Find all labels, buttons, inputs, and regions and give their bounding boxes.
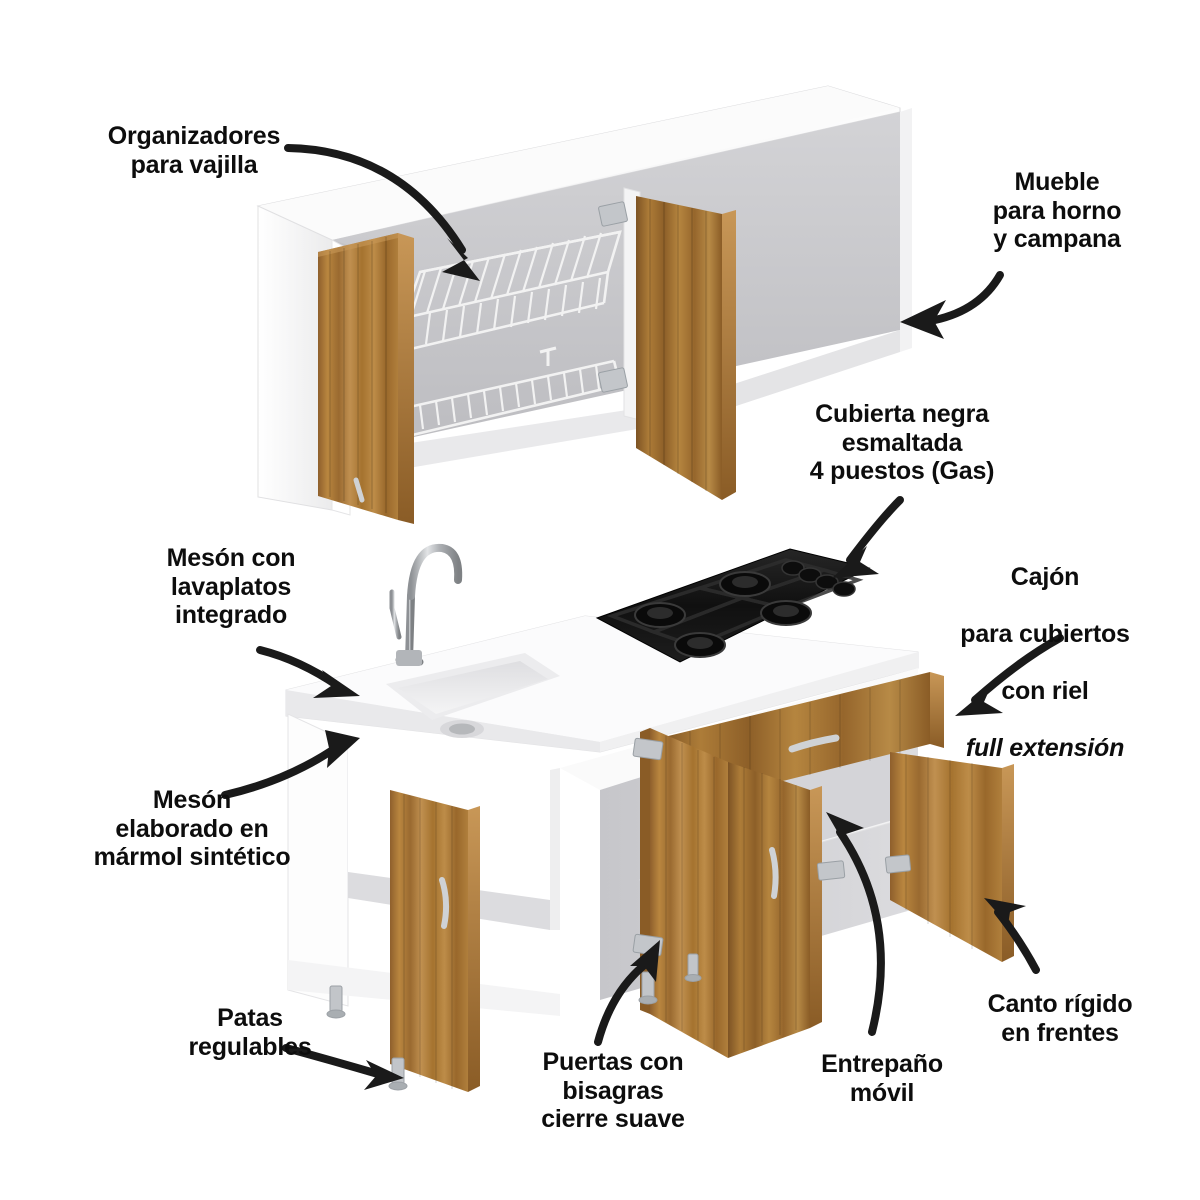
callout-meson-elaborado-en-marmol-sintetico: Mesón elaborado en mármol sintético [93, 786, 291, 871]
callout-meson-con-lavaplatos-integrado: Mesón con lavaplatos integrado [166, 544, 296, 629]
burners [634, 571, 812, 658]
lower-middle-door [728, 762, 822, 1058]
callout-arrows [221, 144, 1064, 1090]
lower-cabinet [285, 543, 1014, 1092]
cooktop [595, 548, 871, 663]
cajon-line-2: para cubiertos [960, 619, 1130, 648]
lower-left-door [390, 790, 480, 1092]
cajon-line-italic: full extensión [965, 733, 1125, 762]
callout-cubierta-negra-esmaltada: Cubierta negra esmaltada 4 puestos (Gas) [809, 400, 995, 485]
callout-cajon-para-cubiertos: Cajón para cubiertos con riel full exten… [930, 534, 1160, 762]
cooktop-knobs [781, 560, 856, 597]
cajon-line-3: con riel [1001, 676, 1089, 705]
callout-organizadores-para-vajilla: Organizadores para vajilla [107, 122, 281, 179]
upper-cabinet [256, 85, 912, 524]
sink [386, 653, 560, 738]
lower-center-door [640, 728, 728, 1058]
callout-mueble-para-horno-y-campana: Mueble para horno y campana [992, 168, 1122, 253]
hinge-upper [598, 201, 628, 393]
callout-patas-regulables: Patas regulables [188, 1004, 312, 1061]
callout-puertas-con-bisagras-cierre-suave: Puertas con bisagras cierre suave [541, 1048, 685, 1133]
callout-entrepano-movil: Entrepaño móvil [821, 1050, 943, 1107]
upper-left-door [318, 233, 414, 524]
callout-canto-rigido-en-frentes: Canto rígido en frentes [987, 990, 1133, 1047]
upper-right-door [636, 196, 736, 500]
cajon-line-1: Cajón [1010, 562, 1080, 591]
